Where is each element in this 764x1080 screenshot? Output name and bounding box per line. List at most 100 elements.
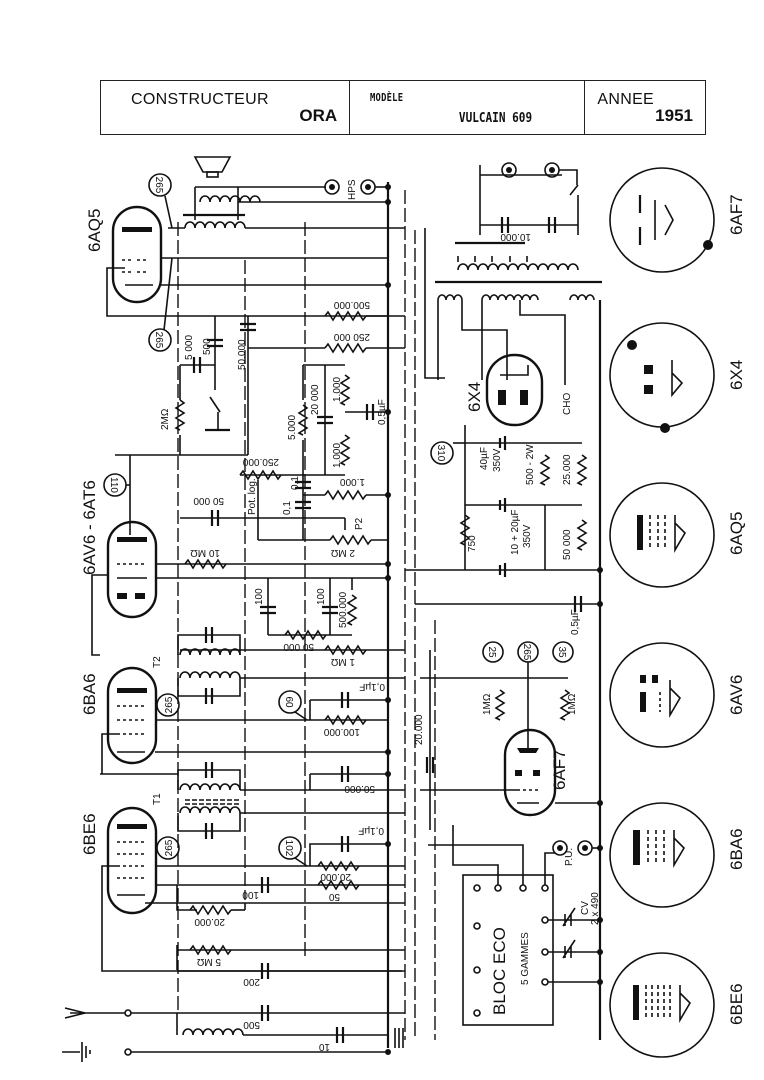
svg-text:350V: 350V [522,524,533,548]
constructeur-cell: CONSTRUCTEUR ORA [101,81,351,134]
svg-text:750: 750 [467,535,478,552]
speaker [193,156,261,220]
base-6be6: 6BE6 [609,952,746,1058]
svg-text:25.000: 25.000 [562,454,573,485]
svg-text:0,5µF: 0,5µF [570,609,581,635]
svg-text:1 MΩ: 1 MΩ [330,656,355,667]
svg-text:5 000: 5 000 [184,335,195,360]
constructeur-label: CONSTRUCTEUR [131,91,269,108]
svg-text:6AV6: 6AV6 [727,675,746,715]
volume-network: 5.000 20 000 1.000 1.000 0,5µF 250.000 P… [180,364,388,558]
base-6af7: 6AF7 [609,167,746,273]
svg-text:500 - 2W: 500 - 2W [525,444,536,485]
svg-text:BLOC ECO: BLOC ECO [490,927,509,1015]
svg-text:40µF: 40µF [479,447,490,470]
junction-dots [385,184,603,1055]
svg-text:20.000: 20.000 [320,871,351,882]
voltage-marker-35 [552,641,574,663]
voltage-marker-265-a: 265 [148,173,173,229]
svg-text:100: 100 [242,889,259,900]
svg-text:0,1µF: 0,1µF [359,681,385,692]
svg-text:6BE6: 6BE6 [80,813,99,855]
if-transformer-t1: 50.000 T1 265 20.000 [100,650,435,860]
svg-text:60: 60 [283,696,294,708]
svg-text:500.000: 500.000 [338,591,349,628]
svg-text:110: 110 [108,477,119,493]
svg-text:6BA6: 6BA6 [727,828,746,870]
tone-network: 500 5 000 2MΩ 50.000 500.000 250 000 [115,299,405,456]
annee-cell: ANNEE 1951 [585,81,705,134]
svg-text:6AQ5: 6AQ5 [727,512,746,555]
svg-text:10.000: 10.000 [500,231,531,242]
input-network: 5 MΩ 200 [176,945,405,987]
svg-text:100: 100 [254,588,265,605]
tube-label-6aq5: 6AQ5 [85,209,104,252]
svg-text:0,1: 0,1 [282,501,293,515]
annee-label: ANNEE [597,91,655,108]
annee-value: 1951 [655,106,693,125]
svg-text:310: 310 [435,445,446,462]
svg-text:6BE6: 6BE6 [727,983,746,1025]
svg-text:1.000: 1.000 [332,377,343,402]
svg-text:6AF7: 6AF7 [550,749,569,790]
svg-text:P2: P2 [354,517,365,530]
svg-text:2 x 490: 2 x 490 [590,892,601,925]
svg-text:T1: T1 [152,793,163,805]
title-block: CONSTRUCTEUR ORA MODÈLE VULCAIN 609 ANNE… [100,80,706,135]
svg-text:6X4: 6X4 [727,360,746,390]
svg-text:2 MΩ: 2 MΩ [330,547,355,558]
svg-text:6X4: 6X4 [465,382,484,412]
voltage-marker-265-b: 265 [148,257,173,352]
voltage-marker-60 [278,690,302,714]
tube-6x4: 6X4 [465,353,544,427]
tube-6av6: 110 10 MΩ 6AV6 - 6AT6 [80,455,388,619]
svg-text:250.000: 250.000 [242,456,279,467]
svg-text:265: 265 [153,177,164,194]
svg-text:50.000: 50.000 [344,783,375,794]
svg-text:100: 100 [316,588,327,605]
svg-text:50: 50 [328,891,340,902]
svg-text:5 GAMMES: 5 GAMMES [520,932,531,985]
svg-text:265: 265 [521,644,532,661]
svg-text:500.000: 500.000 [333,299,370,310]
if-transformer-t2: T2 265 [91,574,405,717]
bus-lines [177,182,602,1048]
svg-text:20 000: 20 000 [310,384,321,415]
svg-text:350V: 350V [492,448,503,472]
svg-text:10 + 20µF: 10 + 20µF [510,509,521,555]
svg-text:6AF7: 6AF7 [727,194,746,235]
base-6aq5: 6AQ5 [609,482,746,588]
svg-text:35: 35 [556,646,567,658]
svg-text:50.000: 50.000 [237,339,248,370]
svg-text:265: 265 [153,332,164,349]
svg-text:CV: CV [580,901,591,915]
modele-cell: MODÈLE VULCAIN 609 [350,81,586,134]
svg-text:100.000: 100.000 [323,726,360,737]
svg-text:1MΩ: 1MΩ [567,693,578,715]
svg-text:T2: T2 [152,656,163,668]
svg-text:500: 500 [202,338,213,355]
power-transformer: 10.000 CHO [424,162,602,415]
svg-text:5 MΩ: 5 MΩ [196,956,221,967]
svg-text:50 000: 50 000 [562,529,573,560]
ground-icon [62,1042,91,1062]
base-6ba6: 6BA6 [609,802,746,908]
svg-text:P.U.: P.U. [564,848,575,866]
filter-network: 310 40µF 350V 500 - 2W 25.000 750 10 + 2… [405,425,600,635]
svg-text:20.000: 20.000 [414,714,425,745]
avc-network: 100 100 500.000 50 000 1 MΩ [180,578,405,667]
svg-text:50 000: 50 000 [283,641,314,652]
tube-6af7: 25 265 35 1MΩ 1MΩ 6AF7 [420,641,600,817]
svg-text:500: 500 [243,1019,260,1030]
svg-text:250 000: 250 000 [333,331,370,342]
svg-text:Pot. log.: Pot. log. [247,478,258,515]
output-transformer [168,213,405,229]
voltage-marker-102 [278,836,302,860]
tube-bases: 6AF7 6X4 6AQ5 [609,167,746,1058]
svg-text:200: 200 [243,976,260,987]
modele-label: MODÈLE [370,91,404,104]
svg-text:2MΩ: 2MΩ [160,408,171,430]
svg-text:6AV6 - 6AT6: 6AV6 - 6AT6 [80,480,99,575]
bloc-eco: BLOC ECO 5 GAMMES CV 2 x 490 P.U. [428,825,601,1026]
